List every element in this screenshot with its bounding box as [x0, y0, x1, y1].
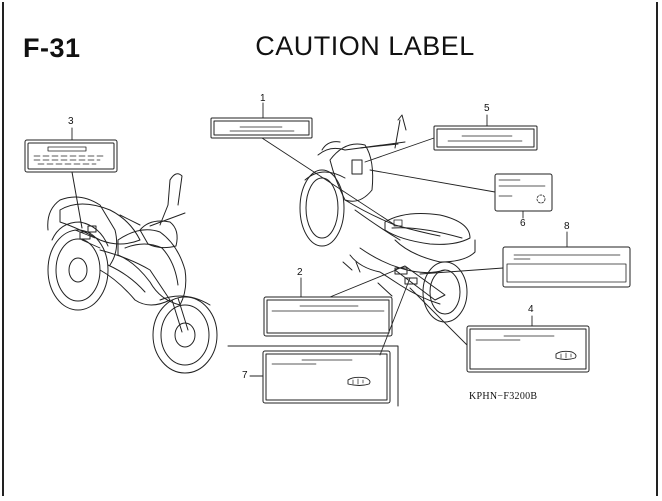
caution-label-4: [466, 325, 590, 373]
callout-7: 7: [242, 370, 248, 381]
caution-label-2: [263, 296, 393, 337]
reference-code: KPHN−F3200B: [469, 391, 538, 402]
callout-5: 5: [484, 103, 490, 114]
callout-2: 2: [297, 267, 303, 278]
scooter-rear-view: [299, 114, 476, 323]
callout-8: 8: [564, 221, 570, 232]
page-frame: [2, 2, 658, 496]
page-title: CAUTION LABEL: [255, 31, 475, 61]
caution-label-1: [210, 117, 313, 139]
caution-label-7: [262, 350, 391, 404]
caution-label-6: [494, 173, 553, 212]
callout-6: 6: [520, 218, 526, 229]
callout-3: 3: [68, 116, 74, 127]
callout-1: 1: [260, 93, 266, 104]
scooter-front-view: [47, 171, 218, 374]
inset-divider: [227, 345, 399, 407]
leader-lines: [71, 102, 568, 377]
caution-label-3: [24, 139, 118, 173]
page-code: F-31: [23, 33, 81, 63]
caution-label-5: [433, 125, 538, 151]
caution-label-8: [502, 246, 631, 288]
callout-4: 4: [528, 304, 534, 315]
